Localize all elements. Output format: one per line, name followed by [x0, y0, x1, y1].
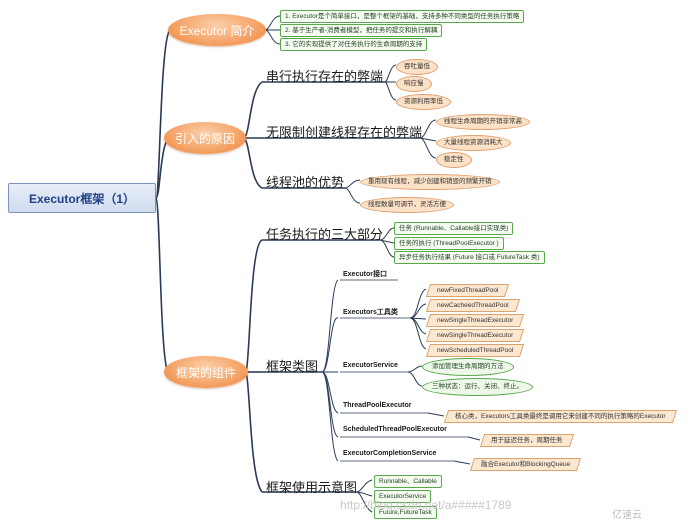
executors-tools[interactable]: Executors工具类: [343, 309, 398, 316]
executor-interface[interactable]: Executor接口: [343, 271, 387, 278]
unlimited-drawbacks[interactable]: 无限制创建线程存在的弊端: [266, 125, 423, 140]
branch-components[interactable]: 框架的组件: [164, 356, 248, 388]
usage-item-1[interactable]: Runnable、Callable: [374, 475, 442, 488]
unlimited-item-2[interactable]: 大量线程资源消耗大: [436, 135, 511, 151]
scheduled-thread-pool-executor[interactable]: ScheduledThreadPoolExecutor: [343, 426, 447, 433]
executors-item-2[interactable]: newCacheedThreadPool: [425, 299, 520, 312]
unlimited-item-3[interactable]: 稳定性: [436, 152, 472, 168]
scheduled-note[interactable]: 用于延迟任务，周期任务: [479, 434, 574, 447]
three-parts-item-1[interactable]: 任务 (Runnable、Callable接口实现类): [394, 222, 514, 235]
executors-item-3[interactable]: newSingleThreadExecutor: [425, 314, 525, 327]
thread-pool-executor[interactable]: ThreadPoolExecutor: [343, 402, 412, 409]
executor-service-item-1[interactable]: 添加管理生命周期的方法: [422, 358, 514, 376]
three-parts-item-2[interactable]: 任务的执行 (ThreadPoolExecutor ): [394, 237, 504, 250]
serial-drawbacks[interactable]: 串行执行存在的弊端: [266, 69, 384, 84]
intro-item-3[interactable]: 3. 它的实现提供了对任务执行的生命周期的支持: [280, 38, 428, 51]
executors-item-1[interactable]: newFixedThreadPool: [425, 284, 510, 297]
intro-item-1[interactable]: 1. Executor是个简单接口，是整个框架的基础，支持多种不同类型的任务执行…: [280, 10, 525, 23]
executors-item-5[interactable]: newScheduledThreadPool: [425, 344, 525, 357]
completion-note[interactable]: 融合Executor和BlockingQueue: [469, 458, 582, 471]
usage-item-3[interactable]: Future,FutureTask: [374, 506, 437, 519]
root-node[interactable]: Executor框架（1）: [8, 183, 156, 213]
executor-service-item-2[interactable]: 三种状态：运行、关闭、终止。: [422, 378, 533, 396]
class-diagram[interactable]: 框架类图: [266, 359, 319, 374]
intro-item-2[interactable]: 2. 基于生产者-消费者模型，把任务的提交和执行解耦: [280, 24, 443, 37]
serial-item-1[interactable]: 吞吐量低: [396, 59, 438, 75]
pool-item-1[interactable]: 重用现有线程，减少创建和销毁的频繁开销: [360, 174, 500, 190]
executor-completion-service[interactable]: ExecutorCompletionService: [343, 450, 437, 457]
executors-item-4[interactable]: newSingleThreadExecutor: [425, 329, 525, 342]
pool-item-2[interactable]: 线程数量可调节，灵活方便: [360, 197, 454, 213]
branch-reason[interactable]: 引入的原因: [164, 122, 246, 154]
watermark-url: http://blog.csdn.net/a#####1789: [340, 498, 512, 512]
pool-advantages[interactable]: 线程池的优势: [266, 175, 345, 190]
serial-item-2[interactable]: 响应慢: [396, 76, 432, 92]
unlimited-item-1[interactable]: 线程生命周期的开销非常高: [436, 114, 530, 130]
usage-diagram[interactable]: 框架使用示意图: [266, 480, 358, 495]
serial-item-3[interactable]: 资源利用率低: [396, 94, 451, 110]
thread-pool-executor-note[interactable]: 核心类，Executors工具类最终是调用它来创建不同的执行策略的Executo…: [443, 410, 677, 423]
three-parts-item-3[interactable]: 异步任务执行结果 (Future 接口或 FutureTask 类): [394, 251, 545, 264]
usage-item-2[interactable]: ExecutorService: [374, 490, 432, 503]
watermark-brand: 亿速云: [612, 510, 642, 521]
three-parts[interactable]: 任务执行的三大部分: [266, 227, 384, 242]
branch-intro[interactable]: Executor 简介: [168, 14, 266, 46]
executor-service[interactable]: ExecutorService: [343, 362, 398, 369]
